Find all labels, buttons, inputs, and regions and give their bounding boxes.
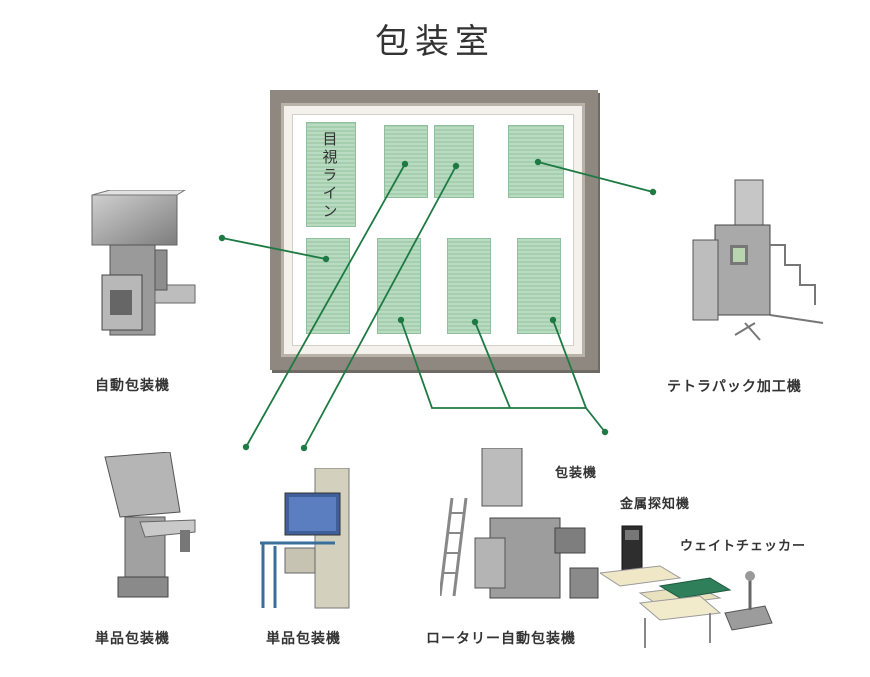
dot-auto-packer (218, 234, 226, 242)
zone-visual-line[interactable] (306, 122, 356, 227)
dot-single-packer-2 (300, 444, 308, 452)
dot-single-packer-1 (242, 443, 250, 451)
dot-zone-b3 (471, 318, 479, 326)
label-tetra-pack: テトラパック加工機 (667, 379, 802, 395)
visual-line-label: 目視ライン (320, 131, 339, 221)
page-title: 包装室 (375, 22, 495, 62)
connector-rotary-b (474, 321, 511, 409)
label-single-packer-1: 単品包装機 (95, 631, 170, 647)
label-metal-detector: 金属探知機 (620, 497, 691, 512)
inspection-line-illustration (600, 525, 773, 648)
label-single-packer-2: 単品包装機 (266, 631, 341, 647)
dot-tetra-pack (649, 188, 657, 196)
label-packer: 包装機 (555, 466, 598, 481)
label-auto-packer: 自動包装機 (95, 378, 170, 394)
connector-rotary-c (552, 319, 587, 409)
zone-top-3[interactable] (434, 125, 474, 198)
tetra-pack-illustration (692, 179, 824, 341)
connector-tetra-pack (537, 161, 654, 193)
dot-zone-b1 (322, 255, 330, 263)
dot-rotary (601, 428, 609, 436)
label-rotary-packer: ロータリー自動包装機 (426, 631, 576, 647)
connector-rotary-a (400, 319, 606, 433)
dot-zone-b4 (549, 316, 557, 324)
rotary-packer-illustration (440, 448, 599, 599)
zone-top-2[interactable] (384, 125, 428, 198)
single-packer-1-illustration (104, 452, 196, 598)
dot-zone-t2 (401, 160, 409, 168)
connector-single-packer-1 (245, 163, 406, 448)
connector-single-packer-2 (303, 165, 457, 449)
zone-bottom-4[interactable] (517, 238, 561, 334)
zone-bottom-3[interactable] (447, 238, 491, 334)
connector-auto-packer (221, 237, 327, 260)
dot-zone-t3 (452, 162, 460, 170)
zone-bottom-1[interactable] (306, 238, 350, 334)
single-packer-2-illustration (260, 468, 350, 609)
dot-zone-b2 (397, 316, 405, 324)
zone-bottom-2[interactable] (377, 238, 421, 334)
auto-packer-illustration (91, 190, 196, 336)
label-weight-checker: ウェイトチェッカー (680, 539, 807, 554)
dot-zone-t4 (534, 158, 542, 166)
